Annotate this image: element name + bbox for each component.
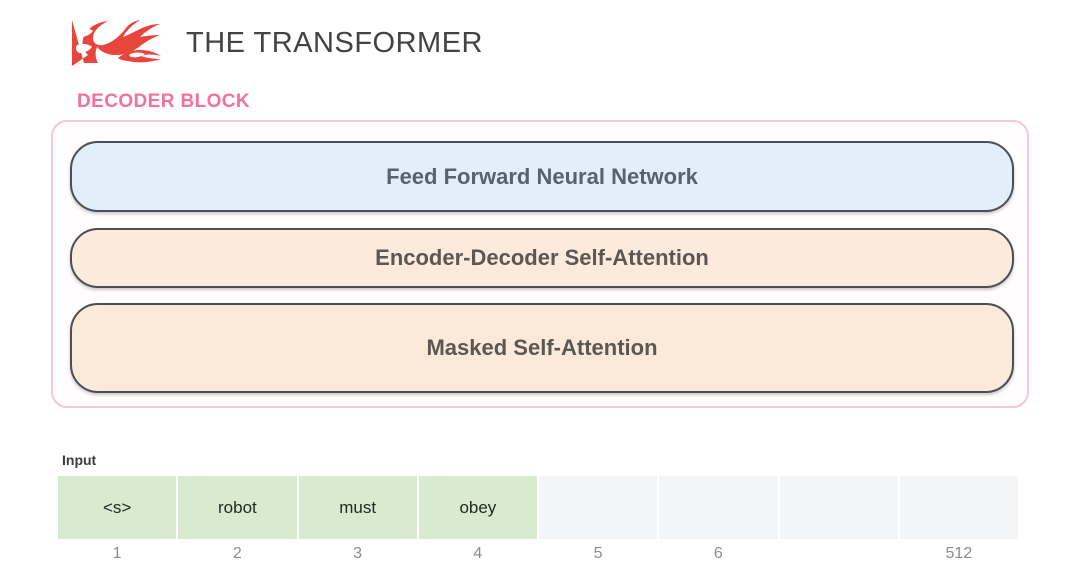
input-token-cell[interactable]: must <box>298 476 417 539</box>
layer-feed-forward-neural-network[interactable]: Feed Forward Neural Network <box>70 141 1014 212</box>
page-title: THE TRANSFORMER <box>186 26 483 59</box>
input-index-label: 512 <box>945 545 973 562</box>
input-token-cell[interactable] <box>899 476 1018 539</box>
input-index-label <box>780 545 898 567</box>
decoder-block-label: DECODER BLOCK <box>77 91 251 112</box>
layer-masked-self-attention[interactable]: Masked Self-Attention <box>70 303 1014 393</box>
input-index-label: 1 <box>112 545 122 562</box>
app-header: THE TRANSFORMER <box>68 10 483 76</box>
input-token-cell[interactable] <box>779 476 898 539</box>
input-token-cell[interactable] <box>659 476 778 539</box>
input-row-label: Input <box>62 452 97 468</box>
input-index-label: 3 <box>353 545 363 562</box>
input-index-row: 1 2 3 4 5 6 512 <box>58 545 1018 567</box>
input-index-label: 6 <box>713 545 723 562</box>
input-token-cell[interactable]: obey <box>418 476 537 539</box>
input-token-cell[interactable]: robot <box>178 476 297 539</box>
flame-logo-icon <box>72 20 161 66</box>
input-token-cell[interactable]: <s> <box>58 476 177 539</box>
input-index-label: 5 <box>593 545 603 562</box>
input-token-row: <s> robot must obey <box>58 476 1018 539</box>
decoder-block-container: Feed Forward Neural Network Encoder-Deco… <box>51 120 1029 408</box>
layer-encoder-decoder-self-attention[interactable]: Encoder-Decoder Self-Attention <box>70 228 1014 288</box>
input-index-label: 4 <box>473 545 483 562</box>
input-token-cell[interactable] <box>539 476 658 539</box>
input-index-label: 2 <box>232 545 242 562</box>
